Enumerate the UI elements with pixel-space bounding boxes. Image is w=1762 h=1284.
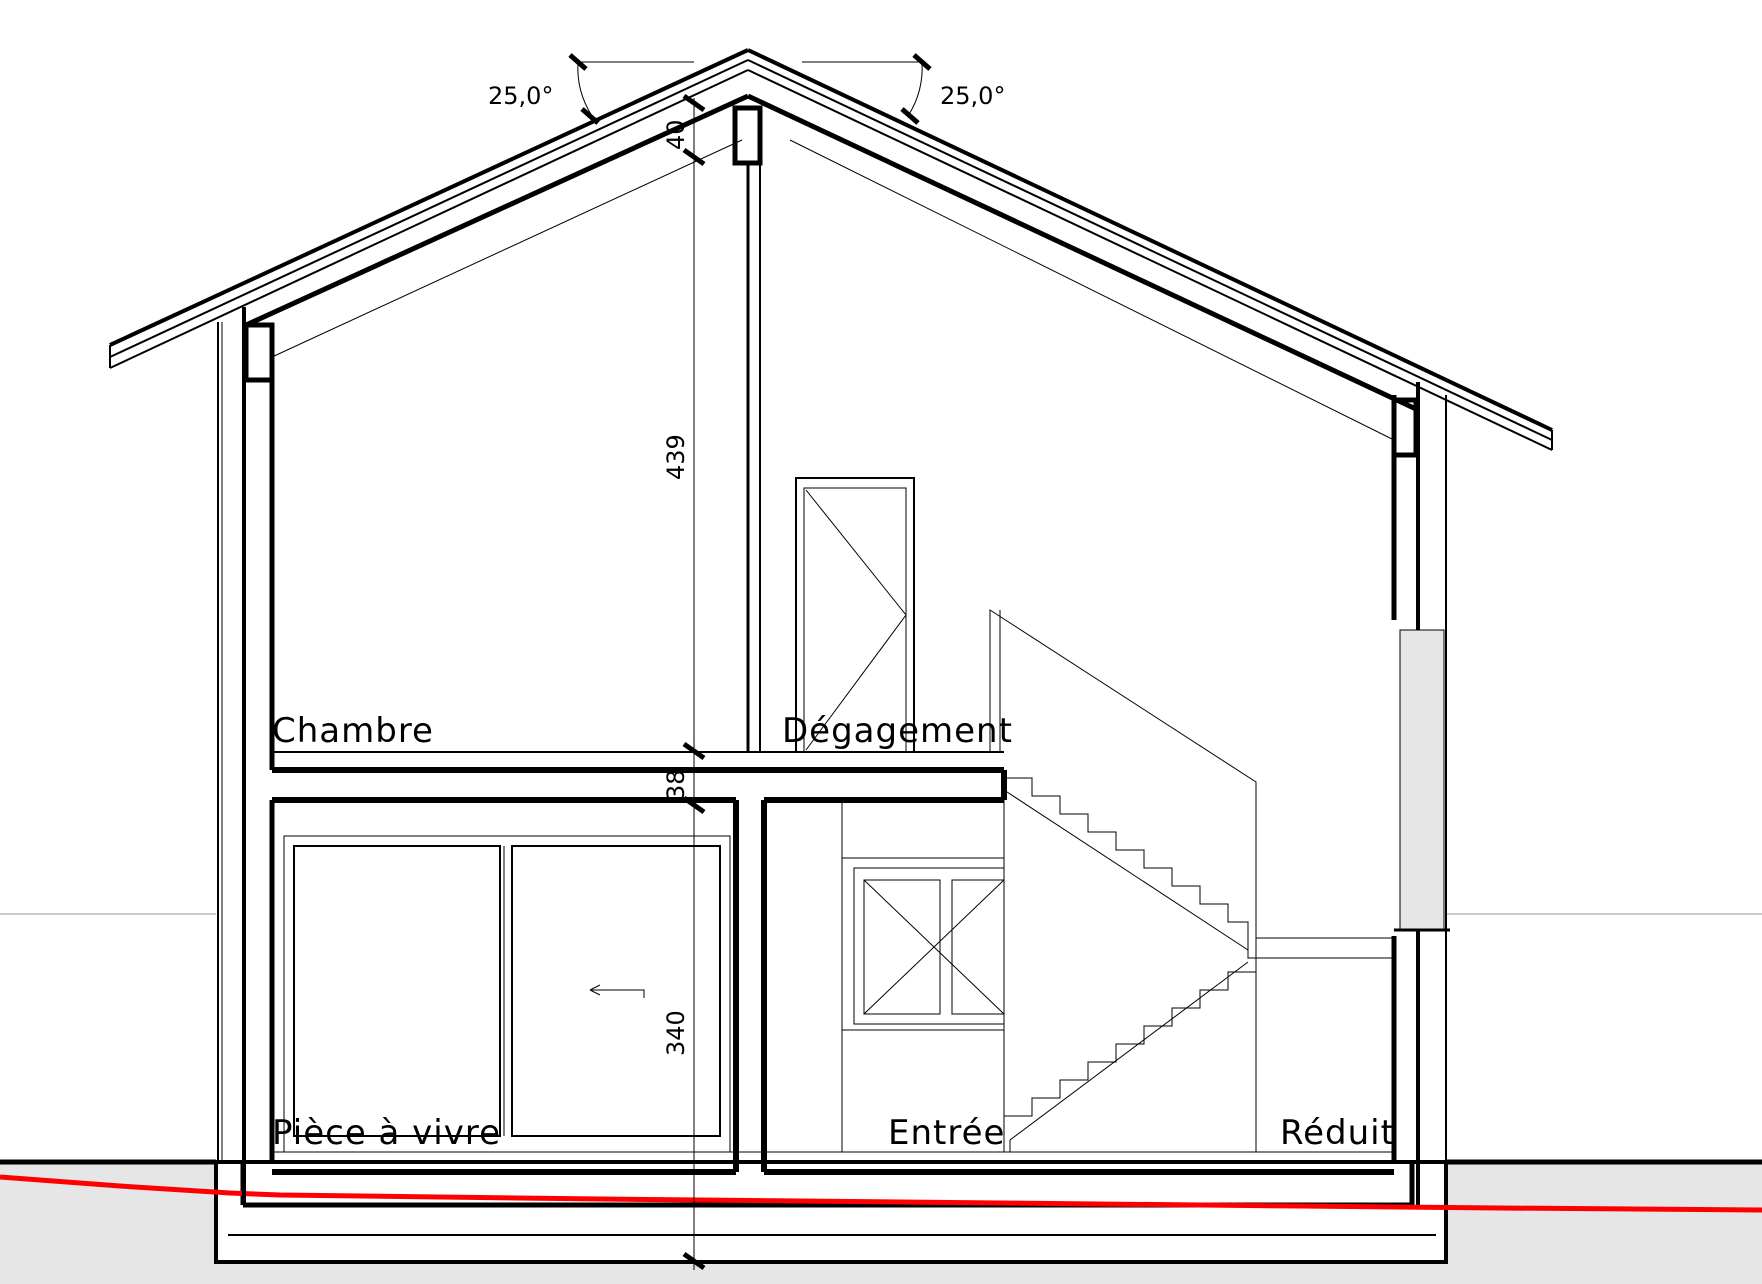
intermediate-floor xyxy=(272,751,1007,803)
room-label-chambre: Chambre xyxy=(272,711,434,751)
room-label-reduit: Réduit xyxy=(1280,1113,1395,1153)
dim-roof-label: 40 xyxy=(662,119,690,150)
ground-fill-under xyxy=(216,1262,1446,1284)
foundation xyxy=(214,1160,1448,1264)
roof-left-inner xyxy=(244,93,750,328)
dim-tick-floor-top xyxy=(682,741,706,761)
sliding-arrow xyxy=(590,989,645,998)
stair-flight-lower-under xyxy=(1009,961,1249,1152)
stair-flight-upper xyxy=(1004,777,1256,959)
roof xyxy=(109,48,1553,451)
stair-flight-upper-under xyxy=(1003,789,1249,951)
bay-window-frame xyxy=(283,835,731,1153)
sliding-arrow-head-b xyxy=(589,989,601,996)
angle-left-arc xyxy=(577,61,593,117)
ridge-beam xyxy=(732,105,763,166)
ground-fill-left xyxy=(0,1162,216,1284)
roof-left-2 xyxy=(109,59,749,358)
angle-left-tick-a xyxy=(568,53,588,71)
door-swing-upper xyxy=(805,489,907,751)
dim-tick-base xyxy=(682,1251,706,1271)
dim-tick-roof xyxy=(682,147,706,167)
angle-right-tick-b xyxy=(900,107,920,125)
exterior-walls xyxy=(217,307,1450,1205)
foundation-outline xyxy=(214,1160,1448,1264)
sliding-arrow-head-a xyxy=(589,984,601,991)
room-label-degagement: Dégagement xyxy=(782,711,1013,751)
angle-right-label: 25,0° xyxy=(940,82,1005,110)
entry-door-cross-b xyxy=(863,879,1005,1015)
right-window-glazing xyxy=(1399,629,1445,931)
roof-right-outer xyxy=(747,48,1553,432)
terrain-profile-line xyxy=(0,1174,1762,1213)
bay-window-right xyxy=(511,845,721,1137)
angle-left-tick-b xyxy=(580,107,600,125)
stair-railing xyxy=(989,609,1257,938)
roof-right-inner xyxy=(746,93,1420,413)
dim-upper-label: 439 xyxy=(662,434,690,480)
ground-fill-right xyxy=(1446,1162,1762,1284)
entry-door-panel-a xyxy=(863,879,941,1015)
room-label-entree: Entrée xyxy=(888,1113,1005,1153)
roof-left-outer xyxy=(109,48,749,347)
dim-tick-ridge xyxy=(682,93,706,113)
angle-right-tick-a xyxy=(912,53,932,71)
left-top-plate xyxy=(243,322,275,383)
dim-lower-label: 340 xyxy=(662,1010,690,1056)
room-label-piece-a-vivre: Pièce à vivre xyxy=(272,1113,501,1153)
roof-left-ceiling xyxy=(271,139,743,358)
ground xyxy=(0,913,1762,1284)
dim-tick-floor-bottom xyxy=(682,795,706,815)
height-dimension-line xyxy=(682,93,706,1271)
roof-right-3 xyxy=(747,69,1553,451)
roof-left-3 xyxy=(109,69,749,369)
ground-floor xyxy=(272,800,1394,1175)
roof-right-2 xyxy=(747,59,1553,441)
upper-partition xyxy=(746,163,915,753)
entry-door-panel-b xyxy=(951,879,1005,1015)
right-top-plate xyxy=(1391,397,1419,458)
angle-markers xyxy=(568,53,932,125)
staircase xyxy=(989,609,1257,1152)
roof-right-ceiling xyxy=(789,139,1395,441)
stair-flight-lower xyxy=(1003,971,1256,1134)
bay-window-left xyxy=(293,845,501,1137)
dim-floor-label: 38 xyxy=(662,769,690,800)
angle-right-arc xyxy=(907,61,923,117)
angle-left-label: 25,0° xyxy=(488,82,553,110)
